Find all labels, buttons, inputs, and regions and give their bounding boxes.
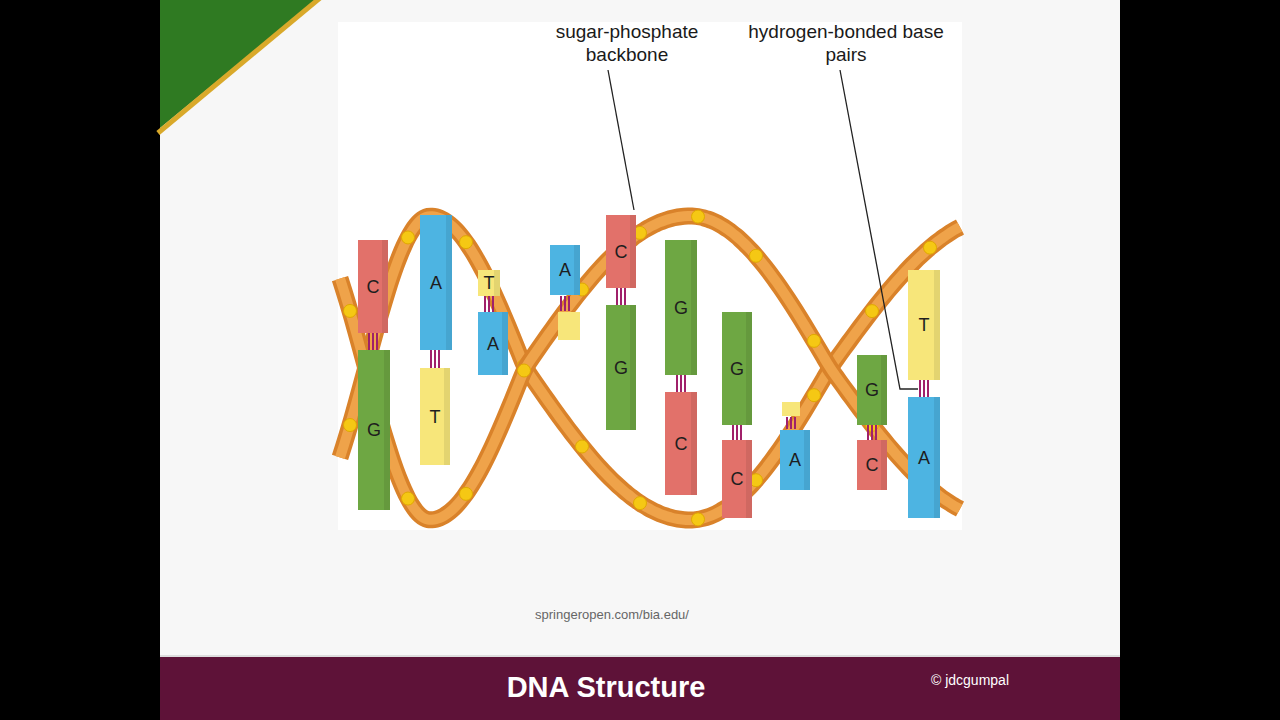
base-letter: A [559,261,571,279]
phosphate-dot [344,419,357,432]
base-bar [558,312,580,340]
base-letter: G [674,299,688,317]
phosphate-dot [750,249,763,262]
hydrogen-bond [868,425,876,440]
leader-line [840,70,918,389]
source-note: springeropen.com/bia.edu/ [462,607,762,623]
base-bar: C [358,240,388,333]
hydrogen-bond [617,288,625,305]
corner-stripe [158,0,320,133]
hydrogen-bond [561,296,569,311]
leader-line [608,70,634,210]
phosphate-dot [576,440,589,453]
hydrogen-bond [485,296,493,312]
base-bar: G [722,312,752,425]
figure-ground [338,22,962,530]
base-bar: C [665,392,697,495]
base-letter: T [430,408,441,426]
base-letter: G [614,359,628,377]
base-bar: A [780,430,810,490]
base-bar: G [857,355,887,425]
base-letter: C [731,470,744,488]
title-bar-edge [160,655,1120,657]
base-bar: T [478,270,500,296]
hydrogen-bond [920,380,928,397]
copyright-note: © jdcgumpal [900,672,1040,689]
base-bar: C [722,440,752,518]
part-label: hydrogen-bonded base pairs [746,21,946,67]
base-letter: T [919,316,930,334]
base-letter: G [367,421,381,439]
base-letter: A [430,274,442,292]
base-letter: C [866,456,879,474]
phosphate-dot [692,210,705,223]
base-letter: C [675,435,688,453]
hydrogen-bond [677,375,685,392]
phosphate-dot [808,389,821,402]
base-bar: G [606,305,636,430]
phosphate-dot [402,492,415,505]
base-letter: T [484,274,495,292]
hydrogen-bond [369,333,377,350]
hydrogen-bond [431,350,439,368]
hydrogen-bond [787,417,795,429]
base-letter: A [918,449,930,467]
base-bar: T [420,368,450,465]
base-letter: G [730,360,744,378]
phosphate-dot [634,497,647,510]
phosphate-dot [692,513,705,526]
base-bar: A [550,245,580,295]
dna-helix [340,210,960,526]
base-letter: C [367,278,380,296]
base-bar: G [358,350,390,510]
base-bar: G [665,240,697,375]
phosphate-dot [402,231,415,244]
phosphate-dot [808,334,821,347]
phosphate-dot [866,305,879,318]
phosphate-dot [518,364,531,377]
base-letter: C [615,243,628,261]
base-letter: G [865,381,879,399]
base-bar: C [857,440,887,490]
phosphate-dot [460,487,473,500]
base-bar [782,402,800,416]
base-bar: C [606,215,636,288]
base-bar: A [478,312,508,375]
phosphate-dot [460,236,473,249]
title-bar [160,657,1120,720]
slide-title: DNA Structure [356,670,856,705]
slide-ground [160,0,1120,720]
base-letter: A [789,451,801,469]
hydrogen-bond [733,425,741,440]
base-bar: A [908,397,940,518]
base-bar: A [420,215,452,350]
base-letter: A [487,335,499,353]
phosphate-dot [924,241,937,254]
base-bar: T [908,270,940,380]
phosphate-dot [344,304,357,317]
part-label: sugar-phosphate backbone [532,21,722,67]
